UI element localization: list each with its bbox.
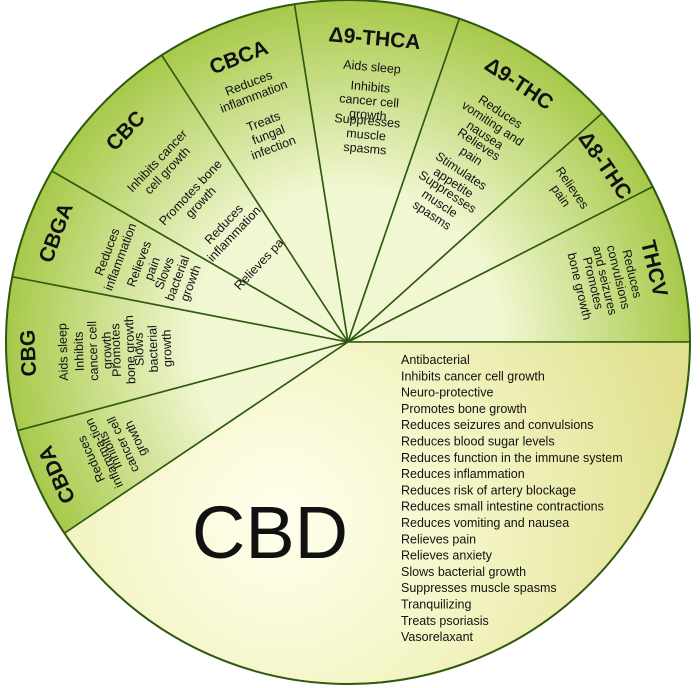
wheel-outer-ring bbox=[5, 0, 691, 685]
cbd-effect-item: Relieves pain bbox=[401, 532, 476, 546]
segment-item: Aids sleep bbox=[55, 323, 71, 381]
segment-item: Inhibitscancer cellgrowth bbox=[71, 320, 115, 381]
cbd-title: CBD bbox=[192, 491, 348, 574]
cbd-effect-item: Reduces blood sugar levels bbox=[401, 435, 555, 449]
cbd-effect-item: Reduces small intestine contractions bbox=[401, 500, 604, 514]
segment-item: Inhibitscancer cellgrowth bbox=[337, 77, 400, 124]
cbd-effect-item: Vasorelaxant bbox=[401, 630, 474, 644]
cbd-effect-item: Tranquilizing bbox=[401, 598, 471, 612]
cbd-effect-item: Reduces function in the immune system bbox=[401, 451, 623, 465]
cbd-effect-item: Neuro-protective bbox=[401, 386, 493, 400]
segment-cbca: CBCAReducesinflammationTreatsfungalinfec… bbox=[160, 3, 349, 343]
segment-title: CBG bbox=[16, 329, 41, 376]
segment-item: Suppressesmusclespasms bbox=[331, 111, 400, 159]
segment-item: Aids sleep bbox=[343, 58, 402, 77]
cbd-effect-item: Treats psoriasis bbox=[401, 614, 489, 628]
cbd-effect-item: Relieves anxiety bbox=[401, 549, 493, 563]
cbd-effect-item: Promotes bone growth bbox=[401, 402, 527, 416]
cbd-effect-item: Inhibits cancer cell growth bbox=[401, 369, 545, 383]
cbd-effect-item: Reduces inflammation bbox=[401, 467, 525, 481]
cbd-effect-item: Reduces seizures and convulsions bbox=[401, 418, 593, 432]
cbd-effect-item: Reduces risk of artery blockage bbox=[401, 483, 576, 497]
cbd-effect-item: Antibacterial bbox=[401, 353, 470, 367]
cbd-effect-item: Slows bacterial growth bbox=[401, 565, 526, 579]
cbd-effect-item: Suppresses muscle spasms bbox=[401, 581, 557, 595]
cbd-effect-item: Reduces vomiting and nausea bbox=[401, 516, 569, 530]
segment-item: Slowsbacterialgrowth bbox=[131, 324, 175, 373]
segment-item: Inhibitscancer cellgrowth bbox=[92, 409, 155, 481]
segment-item: Promotesbone growth bbox=[108, 315, 138, 385]
